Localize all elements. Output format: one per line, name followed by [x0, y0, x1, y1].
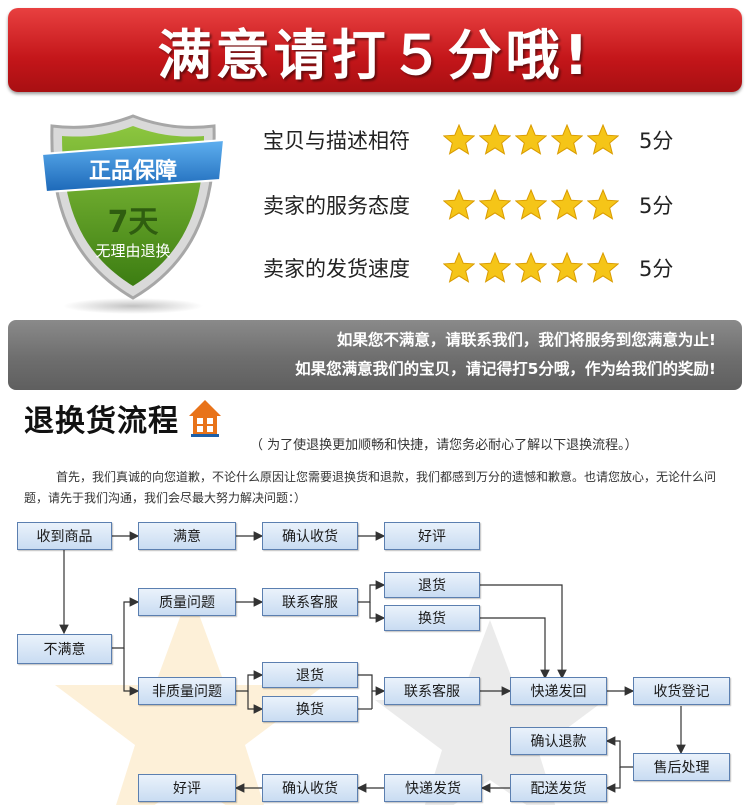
rating-score: 5分 — [639, 129, 674, 153]
flow-node-good-review-top: 好评 — [384, 522, 480, 550]
star-icon — [515, 252, 547, 283]
flow-node-receipt-register: 收货登记 — [633, 677, 730, 705]
flow-node-exchange-mid: 换货 — [262, 696, 358, 722]
rating-score: 5分 — [639, 257, 674, 281]
section-header: 退换货流程 — [24, 396, 223, 440]
notice-bar: 如果您不满意，请联系我们，我们将服务到您满意为止! 如果您满意我们的宝贝，请记得… — [8, 320, 742, 390]
flow-node-confirm-receipt-top: 确认收货 — [262, 522, 358, 550]
flow-node-express-ship: 快递发货 — [384, 774, 482, 802]
star-icon — [443, 124, 475, 155]
rating-label: 卖家的发货速度 — [263, 257, 410, 281]
rating-stars — [443, 124, 633, 156]
house-icon — [189, 400, 221, 437]
flow-node-satisfied: 满意 — [138, 522, 236, 550]
rating-request-banner: 满意请打５分哦! — [8, 8, 742, 92]
star-icon — [479, 252, 511, 283]
intro-text: 首先，我们真诚的向您道歉，不论什么原因让您需要退换货和退款，我们都感到万分的遗憾… — [24, 470, 717, 505]
star-icon — [551, 252, 583, 283]
flow-node-unsatisfied: 不满意 — [17, 634, 112, 664]
flow-node-received: 收到商品 — [17, 522, 112, 550]
star-icon — [587, 252, 619, 283]
shield-icon: 正品保障 7天 无理由退换 — [40, 114, 226, 314]
notice-line-2: 如果您满意我们的宝贝，请记得打5分哦，作为给我们的奖励! — [295, 360, 716, 378]
rating-score: 5分 — [639, 194, 674, 218]
rating-label: 宝贝与描述相符 — [263, 129, 410, 153]
rating-stars — [443, 252, 633, 284]
notice-line-1: 如果您不满意，请联系我们，我们将服务到您满意为止! — [336, 331, 716, 349]
star-icon — [515, 124, 547, 155]
star-icon — [587, 189, 619, 220]
star-icon — [479, 189, 511, 220]
rating-stars — [443, 189, 633, 221]
shield-badge-text: 正品保障 — [89, 158, 177, 184]
shield-policy-text: 无理由退换 — [95, 242, 170, 260]
rating-row: 卖家的发货速度 5分 — [263, 248, 673, 288]
flow-node-exchange-top: 换货 — [384, 605, 480, 631]
star-icon — [443, 252, 475, 283]
return-flowchart: 收到商品 满意 确认收货 好评 质量问题 联系客服 退货 换货 不满意 非质量问… — [0, 510, 750, 805]
flow-node-non-quality-issue: 非质量问题 — [138, 677, 236, 705]
flow-node-after-sale: 售后处理 — [633, 753, 730, 781]
rating-row: 卖家的服务态度 5分 — [263, 185, 673, 225]
flow-node-confirm-receipt-bottom: 确认收货 — [262, 774, 358, 802]
flow-node-quality-issue: 质量问题 — [138, 588, 236, 616]
star-icon — [515, 189, 547, 220]
banner-text: 满意请打５分哦! — [157, 23, 593, 87]
star-icon — [443, 189, 475, 220]
flow-node-good-review-bottom: 好评 — [138, 774, 236, 802]
star-icon — [551, 189, 583, 220]
flow-node-return-mid: 退货 — [262, 662, 358, 688]
star-icon — [479, 124, 511, 155]
shield-days-text: 7天 — [108, 205, 159, 240]
flow-node-confirm-refund: 确认退款 — [510, 727, 607, 755]
flow-node-return-top: 退货 — [384, 572, 480, 598]
rating-row: 宝贝与描述相符 5分 — [263, 120, 673, 160]
flow-node-contact-cs-top: 联系客服 — [262, 588, 358, 616]
star-icon — [587, 124, 619, 155]
star-icon — [551, 124, 583, 155]
section-title: 退换货流程 — [24, 404, 179, 439]
section-note: （ 为了使退换更加顺畅和快捷，请您务必耐心了解以下退换流程。） — [250, 438, 638, 453]
flow-node-express-return: 快递发回 — [510, 677, 607, 705]
rating-label: 卖家的服务态度 — [263, 194, 410, 218]
flow-node-delivery-ship: 配送发货 — [510, 774, 607, 802]
flow-node-contact-cs-mid: 联系客服 — [384, 677, 480, 705]
